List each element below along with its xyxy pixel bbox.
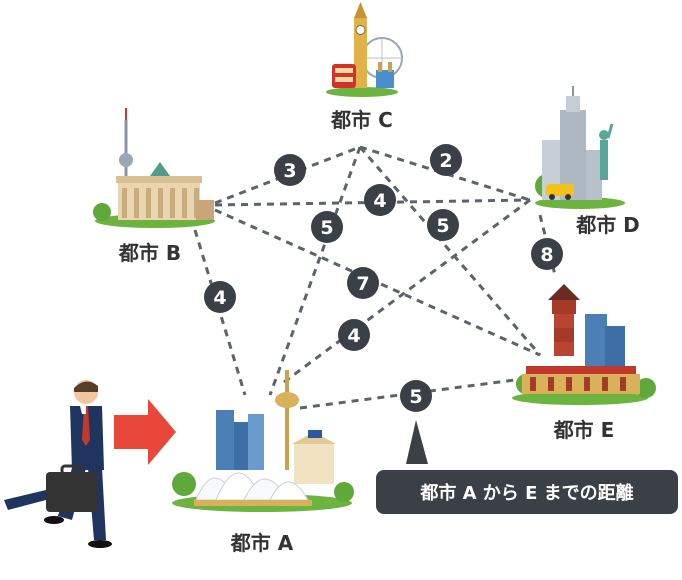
briefcase-icon — [46, 472, 98, 512]
weight-label-b-a: 4 — [213, 287, 226, 309]
weight-badge-c-d: 2 — [430, 144, 462, 176]
weight-label-d-e: 8 — [540, 244, 553, 266]
weight-label-d-a: 4 — [347, 325, 360, 347]
weight-label-b-e: 7 — [356, 273, 369, 295]
weight-badge-b-a: 4 — [204, 281, 236, 313]
weight-label-c-a: 5 — [320, 217, 333, 239]
weight-badge-d-e: 8 — [531, 238, 563, 270]
edge-c-d — [359, 145, 531, 202]
city-a-label: 都市 A — [230, 531, 294, 555]
new-york-landmarks-illustration — [535, 86, 625, 209]
weight-badges: 3 2 4 5 5 8 4 7 — [204, 144, 563, 412]
edge-c-a — [268, 146, 362, 396]
shanghai-landmarks-illustration — [512, 284, 656, 405]
weight-badge-b-e: 7 — [347, 267, 379, 299]
weight-badge-c-e: 5 — [427, 209, 459, 241]
city-c-label: 都市 C — [330, 108, 393, 132]
businessman-traveler-illustration — [4, 380, 112, 548]
city-d-label: 都市 D — [575, 213, 640, 237]
callout-text: 都市 A から E までの距離 — [419, 482, 633, 504]
weight-badge-b-d: 4 — [364, 184, 396, 216]
weight-label-b-c: 3 — [283, 160, 296, 182]
weight-badge-d-a: 4 — [338, 319, 370, 351]
city-e-label: 都市 E — [553, 418, 615, 442]
london-landmarks-illustration — [326, 2, 403, 97]
weight-label-b-d: 4 — [373, 190, 386, 212]
weight-badge-b-c: 3 — [274, 154, 306, 186]
weight-label-c-d: 2 — [439, 150, 452, 172]
berlin-landmarks-illustration — [93, 108, 215, 228]
sydney-landmarks-illustration — [172, 370, 354, 512]
weight-badge-c-a: 5 — [311, 211, 343, 243]
edge-b-a — [193, 229, 247, 396]
city-b-label: 都市 B — [118, 241, 181, 265]
edge-c-e — [358, 146, 542, 356]
distance-callout: 都市 A から E までの距離 — [376, 420, 678, 514]
direction-arrow-icon — [114, 399, 176, 465]
weight-label-a-e: 5 — [409, 386, 422, 408]
weight-label-c-e: 5 — [436, 215, 449, 237]
weight-badge-a-e: 5 — [400, 380, 432, 412]
